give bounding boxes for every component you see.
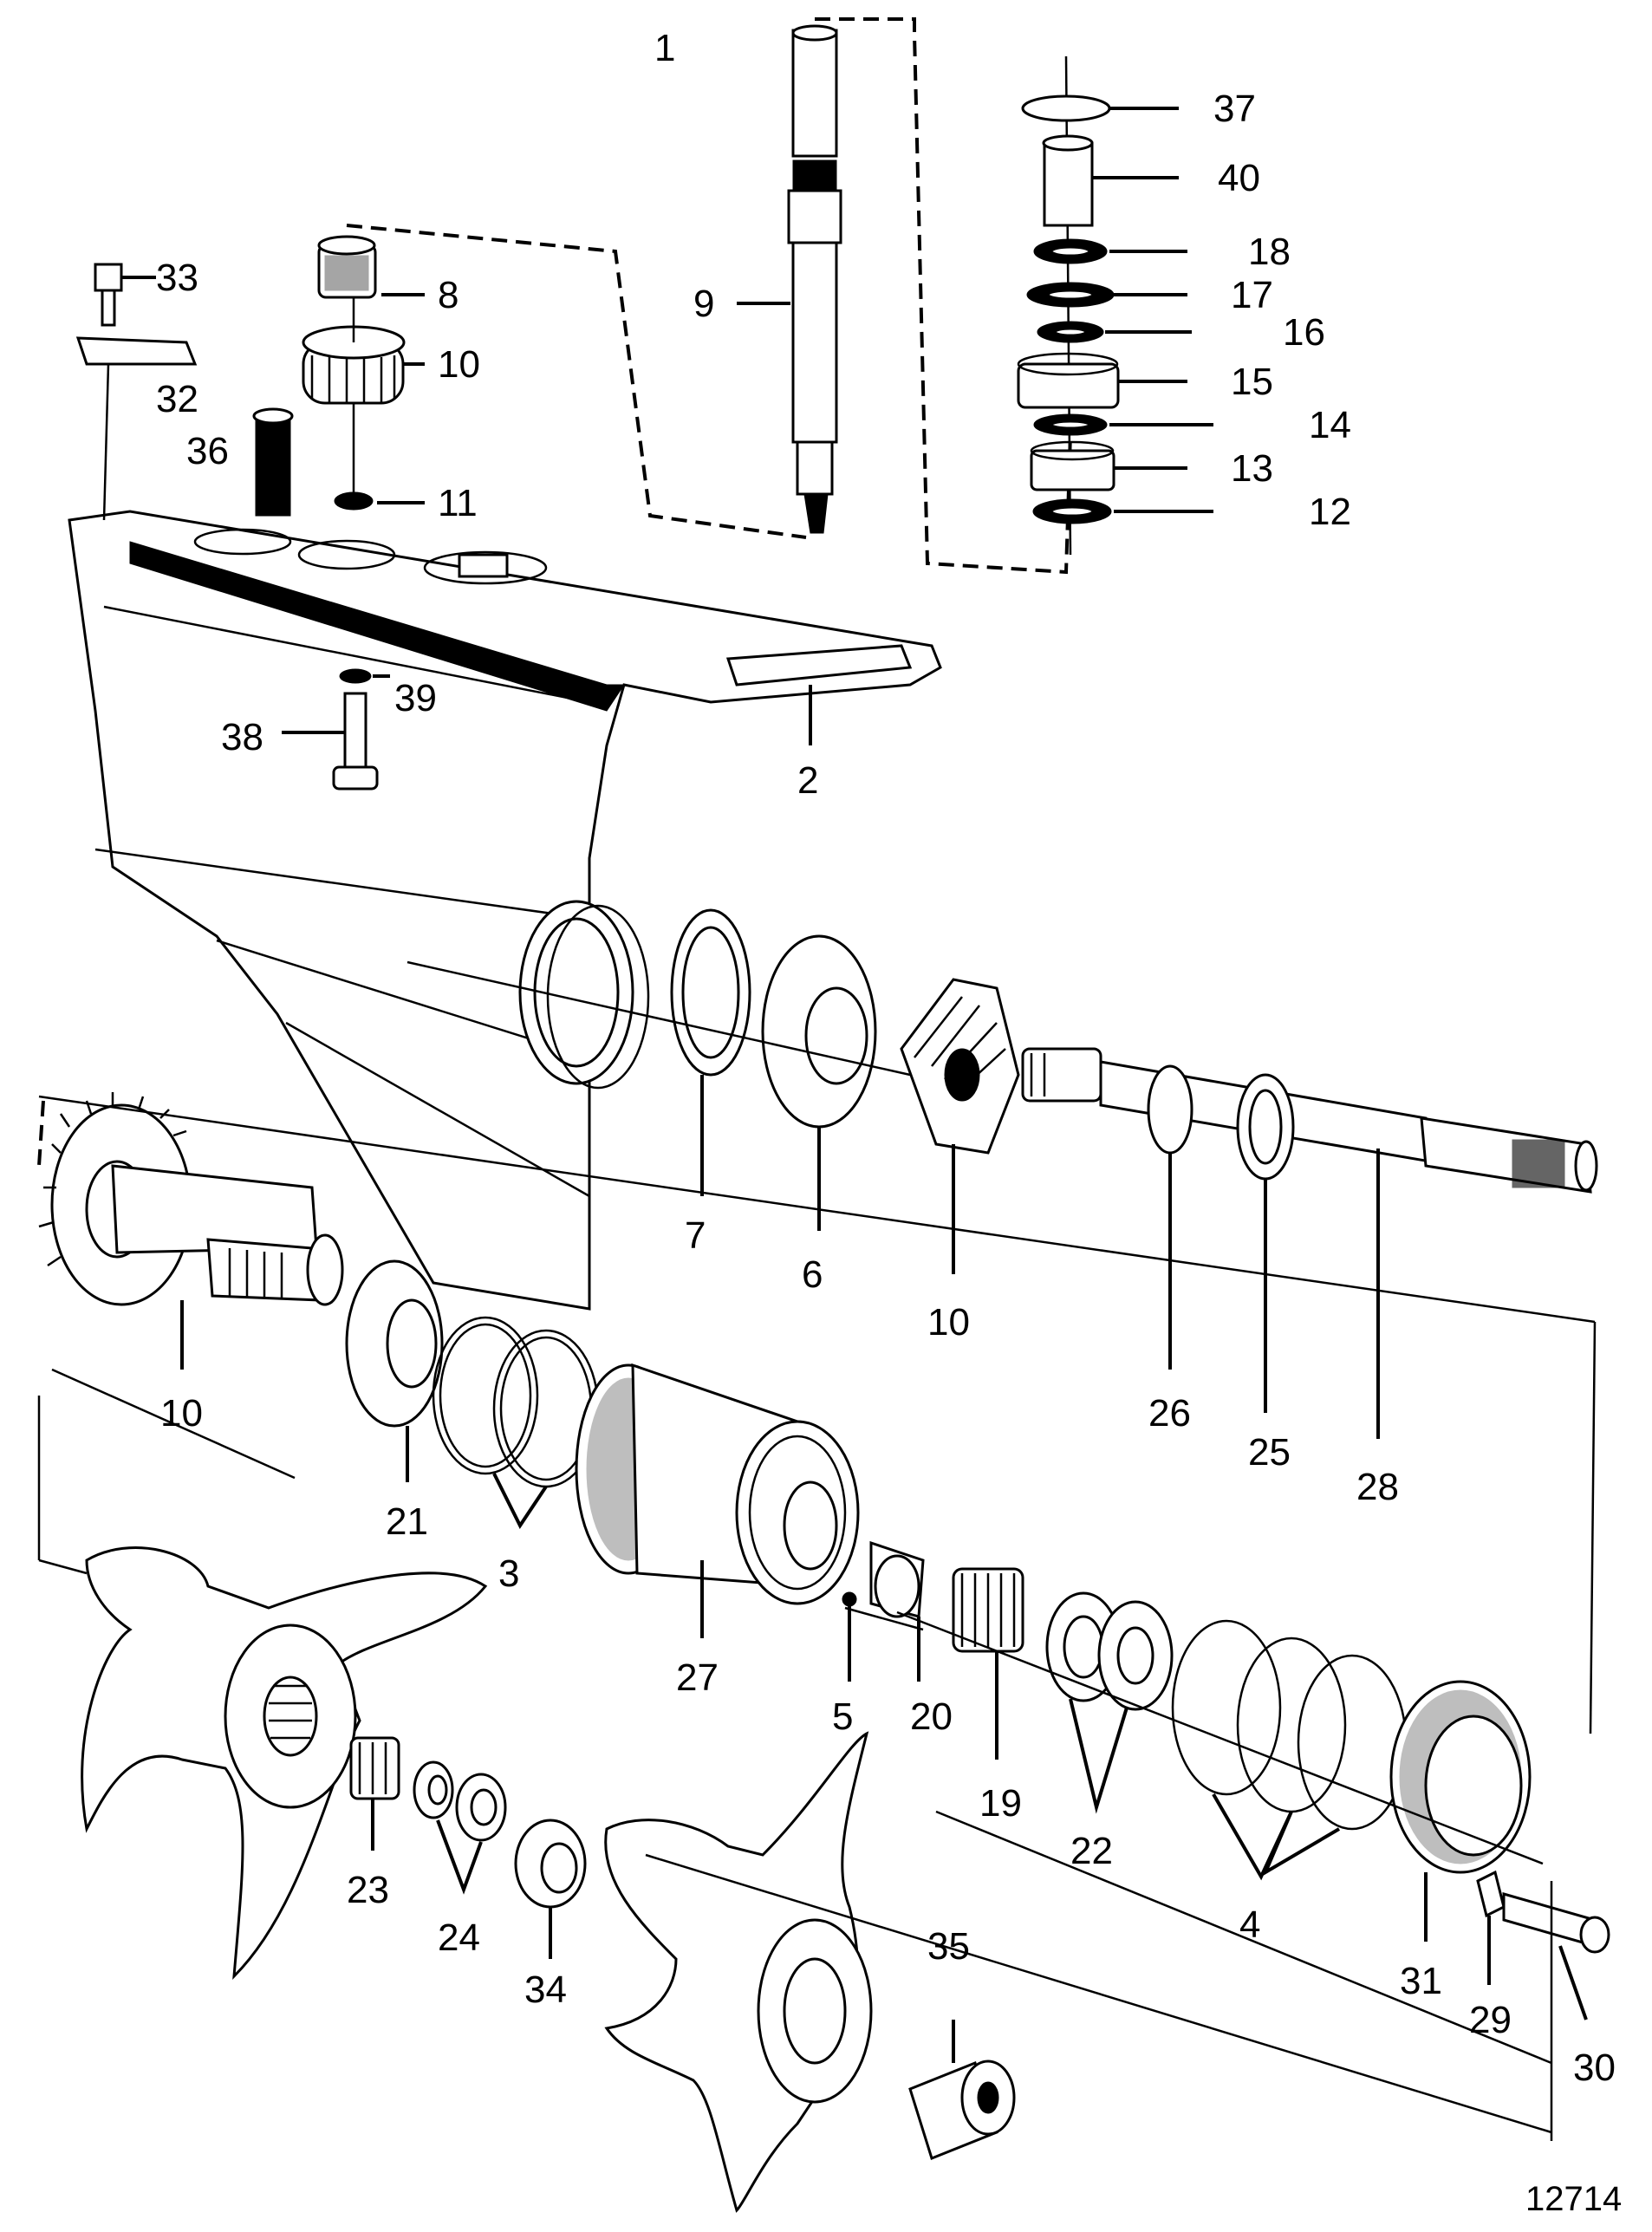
callout-11: 11 xyxy=(438,482,478,524)
bearing-carrier-group xyxy=(345,1259,1610,1954)
pinion-bearing-group xyxy=(302,235,406,511)
callout-17: 17 xyxy=(1231,274,1273,316)
callout-29: 29 xyxy=(1469,1999,1512,2041)
callout-32: 32 xyxy=(156,378,198,420)
callout-10-shaft: 10 xyxy=(160,1392,203,1435)
upper-bearing-stack xyxy=(1017,55,1120,556)
callout-39: 39 xyxy=(394,677,437,719)
callout-27: 27 xyxy=(676,1656,719,1699)
callout-35: 35 xyxy=(927,1925,970,1968)
callout-10-forward-gear: 10 xyxy=(927,1301,970,1344)
figure-number: 12714 xyxy=(1525,2180,1622,2218)
callout-1: 1 xyxy=(654,27,675,69)
callout-9: 9 xyxy=(693,283,714,325)
callout-4: 4 xyxy=(1239,1903,1260,1946)
front-propeller xyxy=(604,1731,1016,2213)
callout-28: 28 xyxy=(1356,1466,1399,1508)
callout-26: 26 xyxy=(1148,1392,1191,1435)
prop-hardware-group xyxy=(349,1736,587,1909)
callout-18: 18 xyxy=(1248,231,1291,273)
leader-lines xyxy=(121,107,1588,2063)
forward-shaft-assembly xyxy=(670,908,1598,1194)
gear-housing xyxy=(68,510,942,1311)
guide-lines xyxy=(37,960,1597,2141)
callout-40: 40 xyxy=(1218,157,1260,199)
callout-8: 8 xyxy=(438,274,459,316)
callout-5: 5 xyxy=(832,1695,853,1738)
callout-2: 2 xyxy=(797,759,818,802)
callout-38: 38 xyxy=(221,716,263,758)
callout-16: 16 xyxy=(1283,311,1325,354)
callout-14: 14 xyxy=(1309,404,1351,446)
rear-propeller xyxy=(81,1546,488,1980)
callout-24: 24 xyxy=(438,1916,480,1959)
callout-13: 13 xyxy=(1231,447,1273,490)
callout-30: 30 xyxy=(1573,2047,1616,2089)
callout-36: 36 xyxy=(186,430,229,472)
callout-labels: 1 2 3 4 5 6 7 8 9 10 10 10 11 12 13 14 1… xyxy=(156,27,1622,2218)
callout-3: 3 xyxy=(498,1552,519,1595)
callout-12: 12 xyxy=(1309,491,1351,533)
callout-31: 31 xyxy=(1400,1960,1442,2002)
callout-25: 25 xyxy=(1248,1431,1291,1474)
callout-21: 21 xyxy=(386,1500,428,1543)
callout-7: 7 xyxy=(685,1214,706,1257)
callout-22: 22 xyxy=(1070,1830,1113,1872)
callout-19: 19 xyxy=(979,1782,1022,1825)
callout-6: 6 xyxy=(802,1253,823,1296)
dowel-pin xyxy=(252,407,294,517)
callout-37: 37 xyxy=(1213,88,1256,130)
callout-20: 20 xyxy=(910,1695,953,1738)
propeller-shaft xyxy=(38,1092,344,1306)
trim-tab-group xyxy=(75,263,198,521)
callout-23: 23 xyxy=(347,1869,389,1911)
callout-15: 15 xyxy=(1231,361,1273,403)
callout-10-pinion: 10 xyxy=(438,343,480,386)
housing-bolt xyxy=(332,668,379,791)
callout-33: 33 xyxy=(156,257,198,299)
callout-34: 34 xyxy=(524,1968,567,2011)
drive-shaft xyxy=(787,24,842,534)
